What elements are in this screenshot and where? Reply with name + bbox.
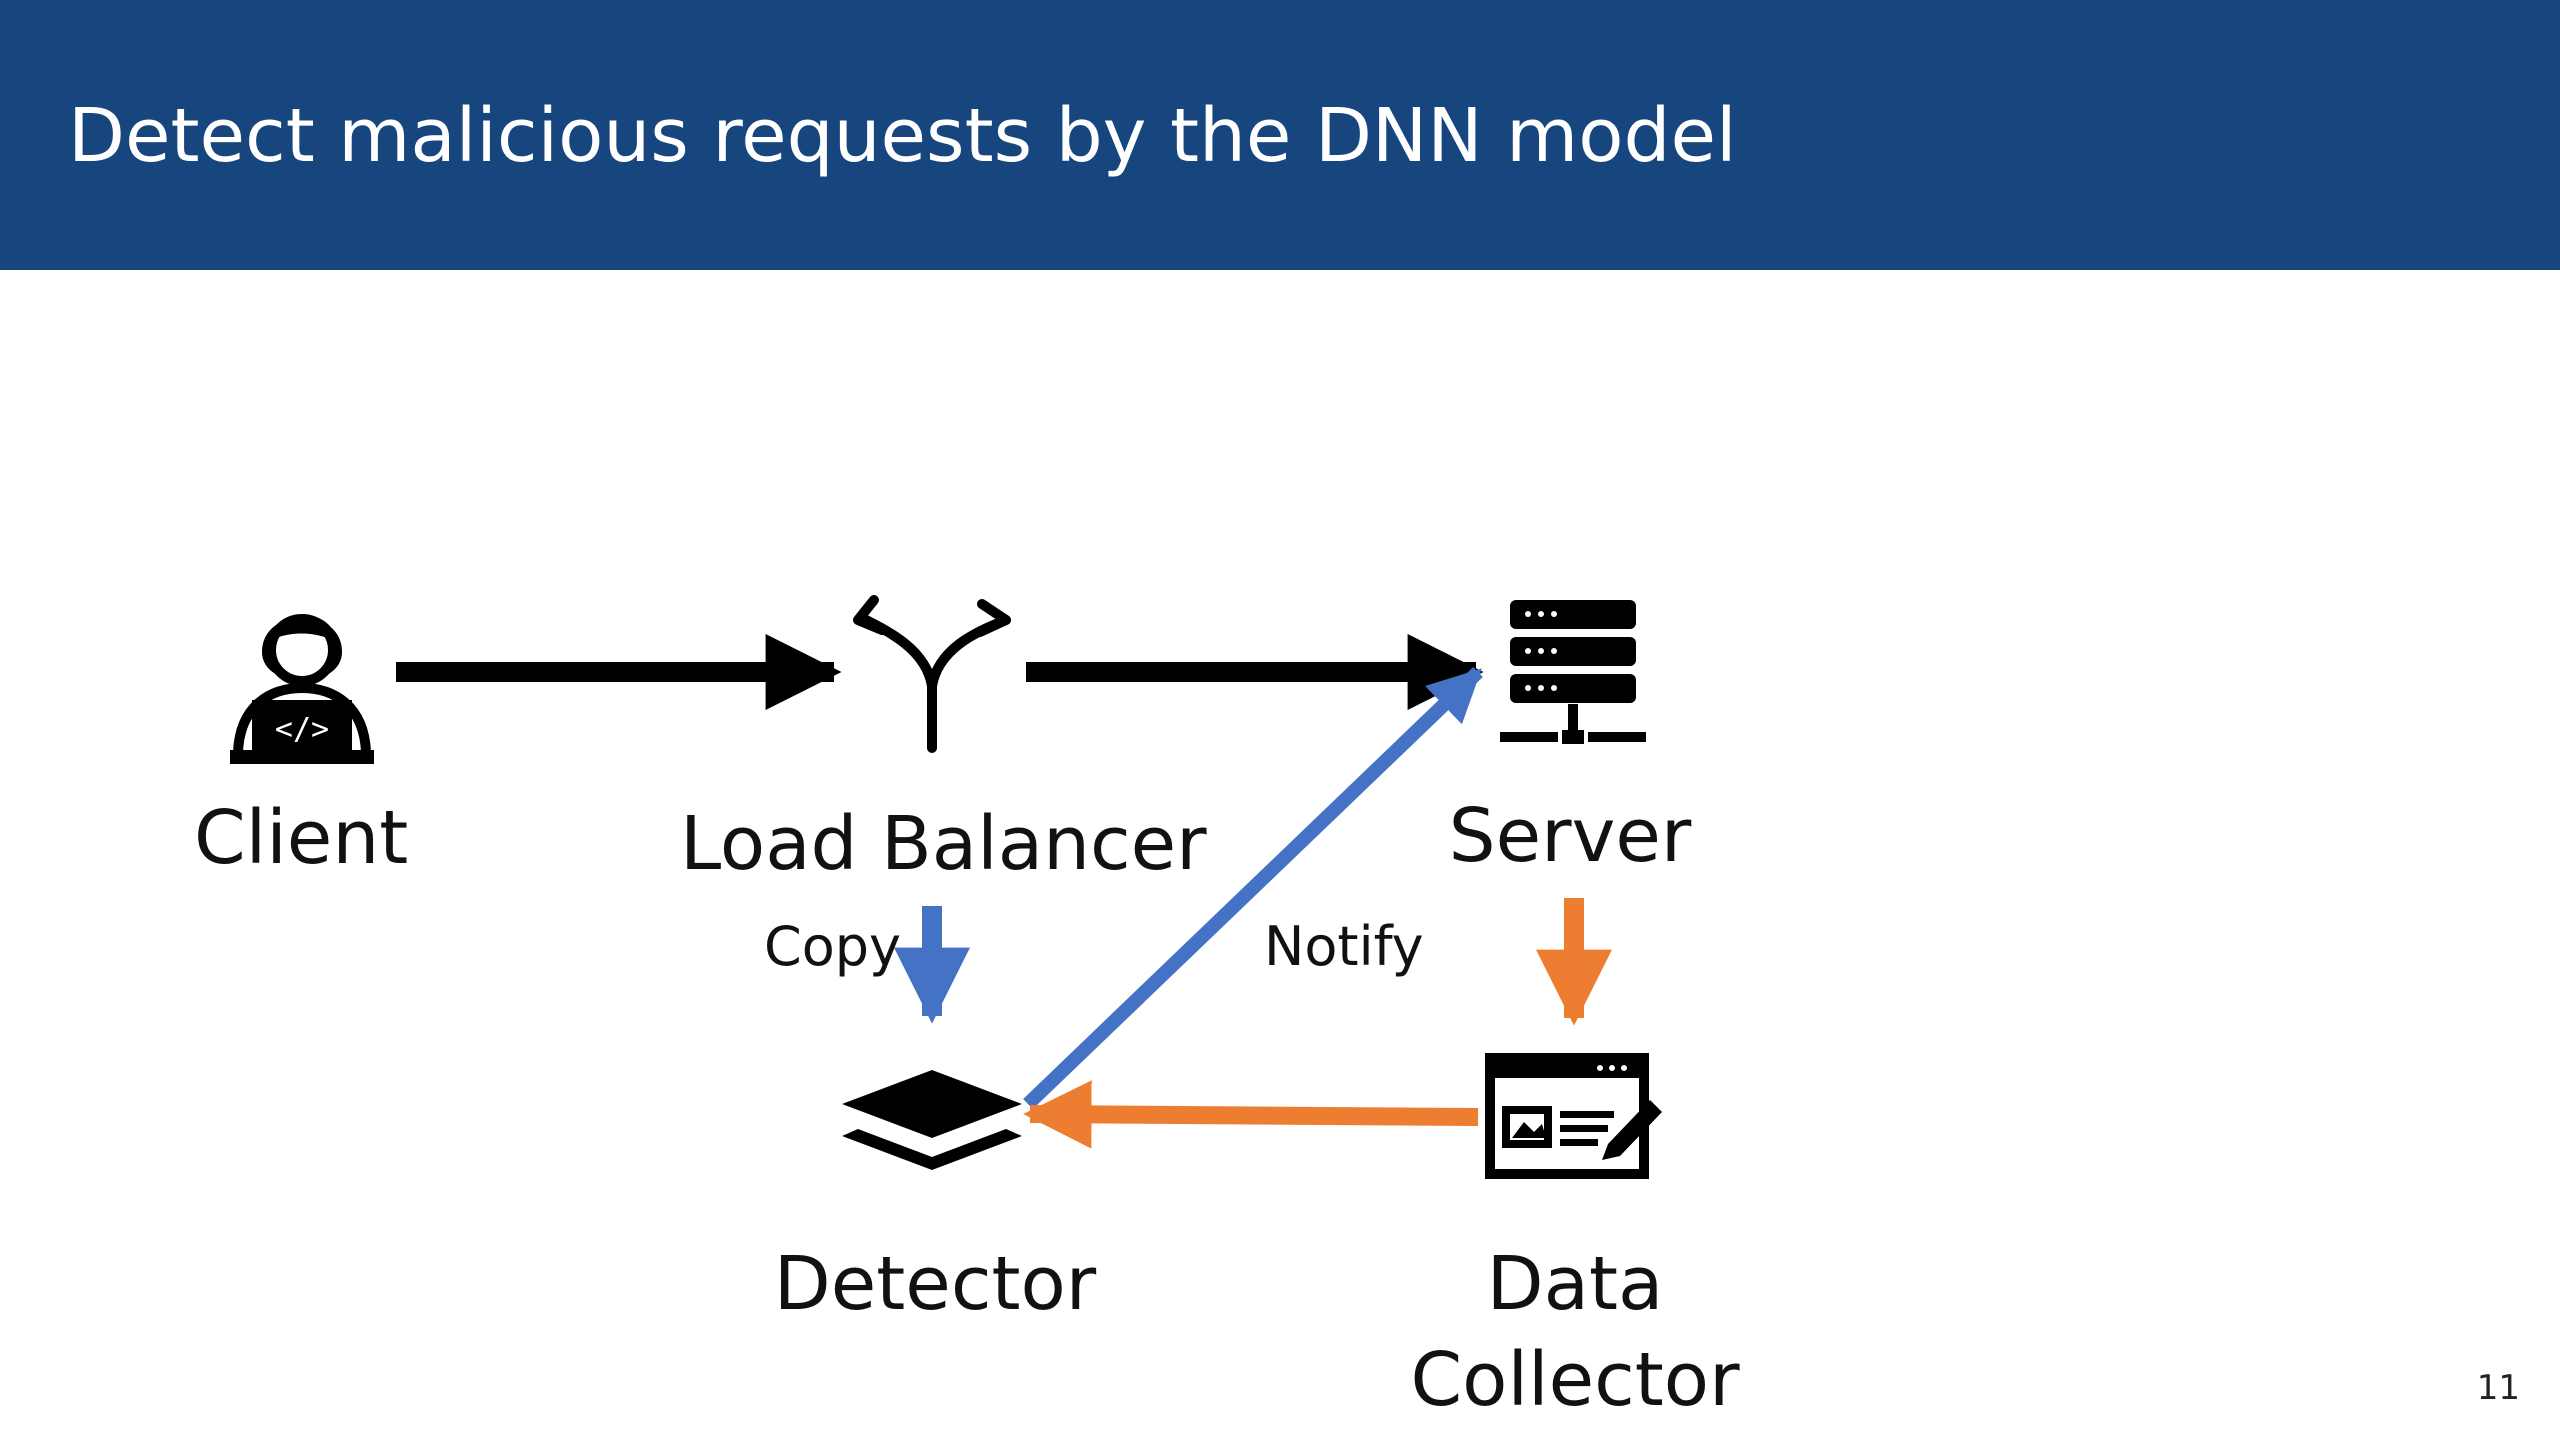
edge-data-collector-to-detector	[1023, 1080, 1479, 1149]
developer-laptop-icon: </>	[230, 614, 374, 764]
client-label: Client	[194, 795, 409, 881]
svg-text:</>: </>	[275, 712, 329, 747]
detector-label: Detector	[773, 1241, 1097, 1327]
slide-title: Detect malicious requests by the DNN mod…	[68, 93, 1737, 179]
copy-edge-label: Copy	[764, 915, 901, 978]
load-balancer-label: Load Balancer	[680, 801, 1207, 887]
data-collector-label-line-1: Data	[1486, 1241, 1664, 1327]
page-number: 11	[2476, 1368, 2520, 1408]
edge-notify-server	[1023, 666, 1483, 1110]
split-arrow-icon	[853, 595, 1011, 753]
notify-edge-label: Notify	[1264, 915, 1424, 978]
web-form-edit-icon	[1485, 1053, 1662, 1179]
data-collector-label: Data Collector	[1380, 1236, 1770, 1428]
data-collector-label-line-2: Collector	[1410, 1337, 1740, 1423]
server-rack-icon	[1500, 600, 1646, 744]
server-label: Server	[1448, 793, 1692, 879]
layers-icon	[842, 1070, 1022, 1170]
slide-header: Detect malicious requests by the DNN mod…	[0, 0, 2560, 270]
